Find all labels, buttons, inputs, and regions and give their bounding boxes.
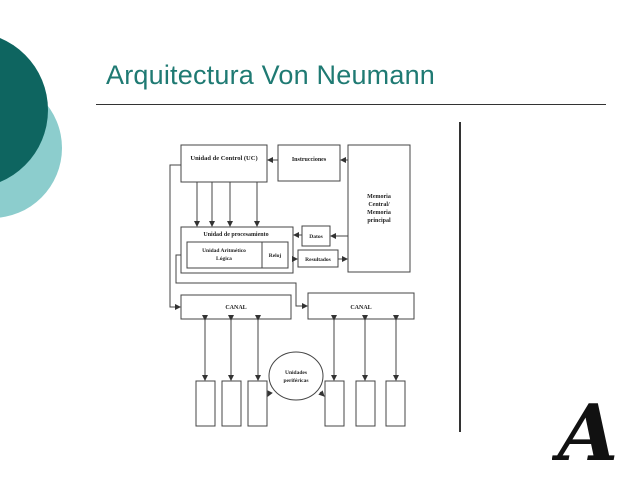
processing-unit-label: Unidad de procesamiento — [203, 232, 268, 238]
instructions-box — [277, 144, 341, 182]
device-box-1 — [195, 380, 216, 427]
memory-box — [347, 144, 411, 273]
device-box-4 — [324, 380, 345, 427]
decorative-circles — [0, 38, 62, 218]
alu-box — [186, 241, 263, 269]
channel-right-box — [307, 292, 415, 320]
arrow-peripherals-device-4 — [318, 390, 325, 397]
memory-label-3: Memoria — [367, 210, 391, 216]
channel-left-label: CANAL — [225, 305, 246, 311]
title-divider — [96, 104, 606, 105]
arrow-proc-to-channel-right — [175, 254, 308, 309]
control-unit-box — [180, 144, 268, 183]
instructions-label: Instrucciones — [292, 157, 327, 163]
decorative-circle-dark — [0, 38, 48, 182]
control-unit-label: Unidad de Control (UC) — [190, 155, 257, 162]
channel-right-label: CANAL — [350, 305, 371, 311]
arrow-uc-to-channel-left — [169, 164, 181, 310]
memory-label-2: Central/ — [368, 202, 390, 208]
channel-left-box — [180, 294, 292, 320]
clock-box — [261, 241, 289, 269]
memory-label-4: principal — [367, 218, 391, 224]
results-label: Resultados — [305, 257, 331, 263]
alu-label-1: Unidad Aritmético — [202, 248, 246, 254]
logo-letter-a: A — [552, 388, 618, 468]
device-box-2 — [221, 380, 242, 427]
data-label: Datos — [309, 234, 322, 240]
clock-label: Reloj — [269, 253, 282, 259]
peripherals-label-1: Unidades — [285, 370, 307, 376]
alu-label-2: Lógica — [216, 256, 232, 262]
device-box-3 — [247, 380, 268, 427]
device-box-5 — [355, 380, 376, 427]
logo-letter-text: A — [552, 388, 618, 468]
slide-title: Arquitectura Von Neumann — [106, 60, 435, 90]
peripherals-ellipse — [268, 351, 324, 401]
arrow-peripherals-device-3 — [267, 390, 273, 397]
peripherals-label-2: periféricas — [283, 378, 308, 384]
device-box-6 — [385, 380, 406, 427]
memory-label-1: Memoria — [367, 194, 391, 200]
